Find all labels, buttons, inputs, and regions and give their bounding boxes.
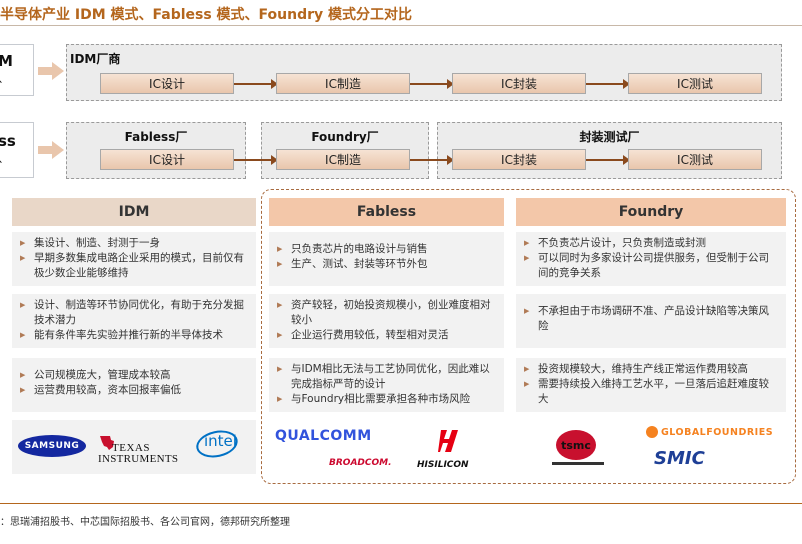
smic-logo: SMIC (654, 448, 705, 469)
fabless-step-package: IC封装 (452, 149, 586, 170)
fabless-panel-label: Fabless厂 (124, 130, 188, 144)
osat-panel-label: 封装测试厂 (579, 130, 640, 144)
idm-arrow-2-icon (410, 79, 454, 89)
globalfoundries-logo: GLOBALFOUNDRIES (661, 427, 774, 438)
fabless-arrow-3-icon (586, 155, 630, 165)
list-item: 资产较轻，初始投资规模小，创业难度相对较小 (277, 298, 496, 328)
fabless-row-arrow-icon (38, 141, 64, 159)
idm-model-label-sep: 、 (0, 70, 33, 87)
fabless-step-manufacture: IC制造 (276, 149, 410, 170)
source-note: ：思瑞浦招股书、中芯国际招股书、各公司官网，德邦研究所整理 (0, 517, 290, 528)
texas-instruments-icon (100, 436, 114, 450)
idm-panel-label: IDM厂商 (70, 52, 121, 66)
broadcom-logo: BROADCOM. (329, 458, 392, 468)
samsung-logo: SAMSUNG (18, 435, 86, 457)
fabless-card-1: 只负责芯片的电路设计与销售 生产、测试、封装等环节外包 (269, 232, 504, 286)
idm-step-package: IC封装 (452, 73, 586, 94)
fabless-step-design: IC设计 (100, 149, 234, 170)
intel-logo: intel (204, 432, 237, 450)
idm-arrow-3-icon (586, 79, 630, 89)
foundry-logos: tsmc GLOBALFOUNDRIES SMIC (516, 420, 786, 474)
list-item: 运营费用较高，资本回报率偏低 (20, 383, 248, 398)
fabless-arrow-2-icon (410, 155, 454, 165)
list-item: 生产、测试、封装等环节外包 (277, 257, 496, 272)
idm-arrow-1-icon (234, 79, 278, 89)
list-item: 企业运行费用较低，转型相对灵活 (277, 328, 496, 343)
fabless-arrow-1-icon (234, 155, 278, 165)
fabless-logos: QUALCOMM BROADCOM. HISILICON (269, 420, 504, 474)
hisilicon-logo: HISILICON (417, 460, 469, 470)
idm-step-manufacture: IC制造 (276, 73, 410, 94)
idm-model-label-text: M (0, 52, 13, 70)
idm-card-3: 公司规模庞大，管理成本较高 运营费用较高，资本回报率偏低 (12, 358, 256, 412)
globalfoundries-icon (646, 426, 658, 438)
idm-row-arrow-icon (38, 62, 64, 80)
fabless-step-test: IC测试 (628, 149, 762, 170)
fabless-foundry-group (261, 189, 796, 484)
fabless-model-label-sep: 、 (0, 150, 33, 167)
list-item: 可以同时为多家设计公司提供服务，但受制于公司间的竞争关系 (524, 251, 778, 281)
list-item: 与IDM相比无法与工艺协同优化，因此难以完成指标严苛的设计 (277, 362, 496, 392)
idm-model-label: M 、 (0, 44, 34, 96)
idm-step-test: IC测试 (628, 73, 762, 94)
bottom-divider (0, 503, 802, 504)
fabless-card-2: 资产较轻，初始投资规模小，创业难度相对较小 企业运行费用较低，转型相对灵活 (269, 294, 504, 348)
tsmc-logo: tsmc (561, 438, 591, 452)
page-title: 半导体产业 IDM 模式、Fabless 模式、Foundry 模式分工对比 (0, 7, 413, 23)
qualcomm-logo: QUALCOMM (275, 428, 372, 444)
tsmc-caption-line (552, 462, 604, 465)
column-header-fabless: Fabless (269, 198, 504, 226)
column-header-foundry: Foundry (516, 198, 786, 226)
list-item: 不负责芯片设计，只负责制造或封测 (524, 236, 778, 251)
foundry-card-2: 不承担由于市场调研不准、产品设计缺陷等决策风险 (516, 294, 786, 348)
list-item: 公司规模庞大，管理成本较高 (20, 368, 248, 383)
list-item: 不承担由于市场调研不准、产品设计缺陷等决策风险 (524, 304, 778, 334)
title-divider (0, 25, 802, 26)
ti-logo-line-2: INSTRUMENTS (98, 453, 179, 465)
hisilicon-icon (438, 430, 458, 452)
column-header-idm: IDM (12, 198, 256, 226)
list-item: 只负责芯片的电路设计与销售 (277, 242, 496, 257)
fabless-model-label: ss 、 (0, 122, 34, 178)
foundry-card-3: 投资规模较大，维持生产线正常运作费用较高 需要持续投入维持工艺水平，一旦落后追赶… (516, 358, 786, 412)
idm-card-1: 集设计、制造、封测于一身 早期多数集成电路企业采用的模式，目前仅有极少数企业能够… (12, 232, 256, 286)
ti-logo-line-1: TEXAS (112, 442, 150, 454)
list-item: 能有条件率先实验并推行新的半导体技术 (20, 328, 248, 343)
list-item: 集设计、制造、封测于一身 (20, 236, 248, 251)
foundry-panel-label: Foundry厂 (311, 130, 379, 144)
list-item: 需要持续投入维持工艺水平，一旦落后追赶难度较大 (524, 377, 778, 407)
tsmc-logo-disc: tsmc (556, 430, 596, 460)
fabless-card-3: 与IDM相比无法与工艺协同优化，因此难以完成指标严苛的设计 与Foundry相比… (269, 358, 504, 412)
list-item: 设计、制造等环节协同优化，有助于充分发掘技术潜力 (20, 298, 248, 328)
fabless-model-label-text: ss (0, 132, 16, 150)
list-item: 投资规模较大，维持生产线正常运作费用较高 (524, 362, 778, 377)
idm-step-design: IC设计 (100, 73, 234, 94)
list-item: 与Foundry相比需要承担各种市场风险 (277, 392, 496, 407)
idm-logos: SAMSUNG TEXAS INSTRUMENTS intel (12, 420, 256, 474)
foundry-card-1: 不负责芯片设计，只负责制造或封测 可以同时为多家设计公司提供服务，但受制于公司间… (516, 232, 786, 286)
list-item: 早期多数集成电路企业采用的模式，目前仅有极少数企业能够维持 (20, 251, 248, 281)
idm-card-2: 设计、制造等环节协同优化，有助于充分发掘技术潜力 能有条件率先实验并推行新的半导… (12, 294, 256, 348)
